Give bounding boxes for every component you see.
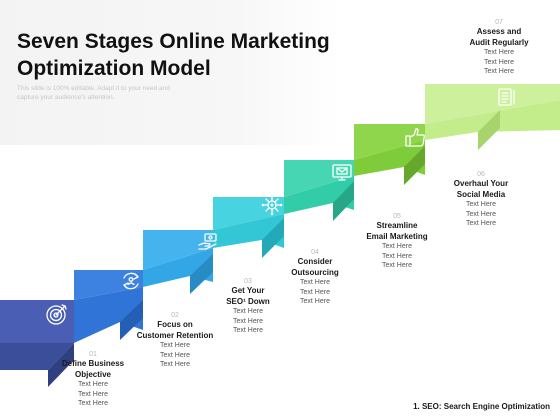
stage-3-label: 03 Get Your SEO¹ Down Text Here Text Her… bbox=[198, 277, 298, 336]
stage-6-label: 06 Overhaul Your Social Media Text Here … bbox=[431, 170, 531, 229]
stage-5-number: 05 bbox=[393, 213, 401, 220]
step-1-top bbox=[0, 300, 74, 343]
step-7 bbox=[425, 84, 560, 150]
stage-7-name-line-1: Assess and bbox=[476, 27, 522, 36]
step-6 bbox=[354, 124, 425, 185]
stage-1-number: 01 bbox=[89, 351, 97, 358]
stage-3-number: 03 bbox=[244, 278, 252, 285]
stage-7-number: 07 bbox=[495, 19, 503, 26]
stage-1-text-1: Text Here bbox=[78, 381, 108, 388]
step-2-top bbox=[74, 287, 143, 343]
stage-5-name-line-1: Streamline bbox=[376, 221, 418, 230]
stage-6-text-3: Text Here bbox=[466, 220, 496, 227]
stage-6-number: 06 bbox=[477, 171, 485, 178]
stage-5-name-line-2: Email Marketing bbox=[366, 231, 428, 241]
step-7-side bbox=[478, 110, 500, 150]
step-4-side bbox=[262, 218, 284, 258]
stage-7-name-line-2: Audit Regularly bbox=[469, 37, 529, 47]
stage-1-name-line-2: Objective bbox=[74, 369, 111, 379]
stage-2-text-1: Text Here bbox=[160, 342, 190, 349]
stage-5-text-1: Text Here bbox=[382, 243, 412, 250]
step-1-side bbox=[48, 343, 74, 387]
stage-2-name-line-2: Customer Retention bbox=[136, 330, 214, 340]
stage-3-text-2: Text Here bbox=[233, 317, 263, 325]
stage-4-text-3: Text Here bbox=[300, 298, 330, 305]
title-line-1: Seven Stages Online Marketing bbox=[17, 30, 330, 53]
stage-6-text-2: Text Here bbox=[466, 210, 496, 218]
audit-document-icon bbox=[498, 88, 515, 106]
target-icon bbox=[46, 304, 67, 325]
stage-6-text-1: Text Here bbox=[466, 201, 496, 208]
stage-1-name-line-1: Define Business bbox=[61, 359, 125, 368]
stage-7-text-2: Text Here bbox=[484, 58, 514, 66]
step-1 bbox=[0, 300, 74, 387]
stage-7-label: 07 Assess and Audit Regularly Text Here … bbox=[449, 18, 549, 77]
step-7-riser bbox=[425, 84, 560, 124]
stage-3-text-1: Text Here bbox=[233, 308, 263, 315]
slide-subtitle: This slide is 100% editable. Adapt it to… bbox=[17, 84, 207, 102]
stage-5-label: 05 Streamline Email Marketing Text Here … bbox=[347, 212, 447, 271]
header-background bbox=[0, 0, 340, 145]
stage-4-text-2: Text Here bbox=[300, 288, 330, 296]
stage-3-name-line-2: SEO¹ Down bbox=[226, 296, 270, 306]
stage-5-text-2: Text Here bbox=[382, 252, 412, 260]
stage-2-label: 02 Focus on Customer Retention Text Here… bbox=[125, 311, 225, 370]
step-6-side bbox=[404, 146, 425, 185]
stage-1-label: 01 Define Business Objective Text Here T… bbox=[43, 350, 143, 409]
stage-3-name-line-1: Get Your bbox=[231, 286, 265, 295]
subtitle-line-1: This slide is 100% editable. Adapt it to… bbox=[17, 85, 170, 92]
slide-title: Seven Stages Online Marketing Optimizati… bbox=[17, 28, 347, 82]
title-line-2: Optimization Model bbox=[17, 57, 211, 80]
step-3-riser bbox=[143, 230, 213, 270]
stage-7-text-3: Text Here bbox=[484, 68, 514, 75]
stage-2-text-2: Text Here bbox=[160, 351, 190, 359]
step-4 bbox=[213, 197, 284, 258]
stage-7-text-1: Text Here bbox=[484, 49, 514, 56]
stage-5-text-3: Text Here bbox=[382, 262, 412, 269]
stage-2-name-line-1: Focus on bbox=[157, 320, 193, 329]
stage-1-text-3: Text Here bbox=[78, 400, 108, 407]
money-hand-icon bbox=[198, 233, 217, 250]
stage-4-text-1: Text Here bbox=[300, 279, 330, 286]
step-1-riser bbox=[0, 343, 74, 370]
stage-6-name-line-2: Social Media bbox=[456, 189, 506, 199]
stage-2-number: 02 bbox=[171, 312, 179, 319]
step-6-riser bbox=[354, 124, 425, 160]
network-gear-icon bbox=[261, 194, 283, 216]
stage-1-text-2: Text Here bbox=[78, 390, 108, 398]
stage-4-name-line-2: Outsourcing bbox=[291, 267, 339, 277]
step-2 bbox=[74, 270, 143, 343]
stage-4-label: 04 Consider Outsourcing Text Here Text H… bbox=[265, 248, 365, 307]
step-5-side bbox=[333, 181, 354, 221]
step-5 bbox=[284, 160, 354, 221]
stage-2-text-3: Text Here bbox=[160, 361, 190, 368]
step-5-top bbox=[284, 176, 354, 214]
stage-3-text-3: Text Here bbox=[233, 327, 263, 334]
stage-4-number: 04 bbox=[311, 249, 319, 256]
email-screen-icon bbox=[332, 164, 352, 181]
step-2-side bbox=[120, 300, 143, 340]
subtitle-line-2: capture your audience's attention. bbox=[17, 94, 115, 101]
step-2-riser bbox=[74, 270, 143, 300]
stage-4-name-line-1: Consider bbox=[297, 257, 333, 266]
thumbs-up-icon bbox=[405, 128, 425, 147]
footnote: 1. SEO: Search Engine Optimization bbox=[413, 402, 550, 411]
stage-6-name-line-1: Overhaul Your bbox=[453, 179, 509, 188]
customer-retention-icon bbox=[123, 272, 139, 290]
step-3-side bbox=[190, 254, 213, 294]
step-3 bbox=[143, 230, 213, 294]
